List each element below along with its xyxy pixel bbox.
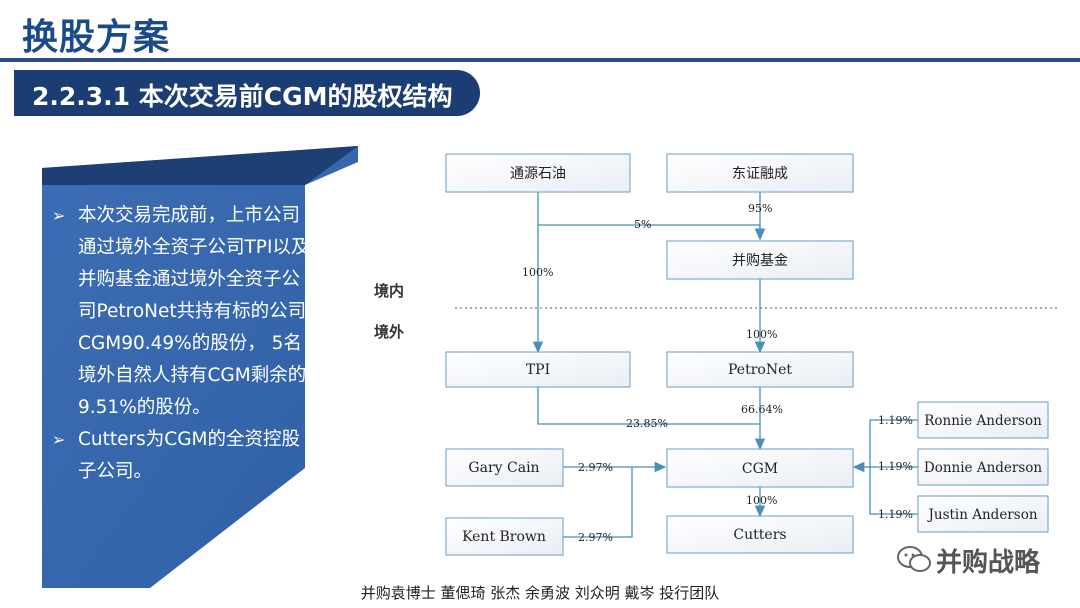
bullet-item-2: ➢ Cutters为CGM的全资控股子公司。: [52, 424, 310, 488]
node-kent-label: Kent Brown: [462, 529, 546, 545]
node-petronet: PetroNet: [666, 351, 854, 388]
label-fund-petronet: 100%: [746, 328, 777, 341]
edge-kent-cgm: [563, 467, 633, 538]
bullet-text-1: 本次交易完成前，上市公司通过境外全资子公司TPI以及并购基金通过境外全资子公司P…: [78, 205, 310, 418]
watermark-text: 并购战略: [936, 548, 1041, 578]
node-gary-label: Gary Cain: [468, 460, 539, 476]
node-tpi: TPI: [445, 351, 631, 388]
label-kent-cgm: 2.97%: [578, 531, 613, 544]
node-dongzheng: 东证融成: [666, 153, 854, 193]
footer-credits: 并购袁博士 董偲琦 张杰 余勇波 刘众明 戴岑 投行团队: [360, 584, 720, 602]
left-panel-shape: [42, 146, 358, 588]
zone-label-domestic: 境内: [374, 282, 404, 300]
section-heading: 2.2.3.1 本次交易前CGM的股权结构: [14, 70, 480, 116]
node-ronnie: Ronnie Anderson: [917, 401, 1049, 439]
ownership-diagram: 境内 境外 100% 5% 95% 100% 23.85% 66.64% 2.9…: [374, 153, 1060, 556]
wechat-icon: [897, 546, 931, 572]
node-fund: 并购基金: [666, 240, 854, 280]
node-cutters-label: Cutters: [733, 527, 786, 543]
bullet-list: ➢ 本次交易完成前，上市公司通过境外全资子公司TPI以及并购基金通过境外全资子公…: [52, 200, 310, 488]
node-tongyuan-label: 通源石油: [510, 166, 566, 182]
panel-fold: [42, 146, 358, 185]
node-dongzheng-label: 东证融成: [732, 166, 788, 182]
bullet-item-1: ➢ 本次交易完成前，上市公司通过境外全资子公司TPI以及并购基金通过境外全资子公…: [52, 200, 310, 424]
node-kent: Kent Brown: [445, 517, 564, 556]
node-donnie: Donnie Anderson: [917, 448, 1049, 486]
node-petronet-label: PetroNet: [728, 362, 792, 378]
bullet-text-2: Cutters为CGM的全资控股子公司。: [78, 429, 300, 482]
node-cutters: Cutters: [666, 515, 854, 554]
title-divider: [0, 58, 1080, 62]
node-gary: Gary Cain: [445, 448, 564, 487]
label-tongyuan-fund: 5%: [634, 218, 651, 231]
label-donnie-cgm: 1.19%: [878, 460, 913, 473]
label-tpi-cgm: 23.85%: [626, 417, 668, 430]
node-cgm-label: CGM: [742, 461, 778, 477]
zone-label-overseas: 境外: [374, 323, 404, 341]
node-fund-label: 并购基金: [732, 252, 788, 269]
label-gary-cgm: 2.97%: [578, 461, 613, 474]
node-ronnie-label: Ronnie Anderson: [924, 413, 1042, 429]
edge-tpi-cgm: [537, 387, 760, 425]
label-cgm-cutters: 100%: [746, 494, 777, 507]
node-tpi-label: TPI: [526, 362, 550, 378]
panel-body: [42, 146, 358, 588]
label-tongyuan-tpi: 100%: [522, 266, 553, 279]
label-justin-cgm: 1.19%: [878, 508, 913, 521]
page-title: 换股方案: [22, 17, 171, 58]
bullet-arrow-icon: ➢: [52, 206, 66, 225]
node-tongyuan: 通源石油: [445, 153, 631, 193]
node-donnie-label: Donnie Anderson: [924, 460, 1043, 476]
label-petronet-cgm: 66.64%: [741, 403, 783, 416]
label-ronnie-cgm: 1.19%: [878, 414, 913, 427]
label-dongzheng-fund: 95%: [748, 202, 772, 215]
node-justin-label: Justin Anderson: [926, 507, 1037, 523]
section-heading-label: 2.2.3.1 本次交易前CGM的股权结构: [32, 82, 453, 111]
node-cgm: CGM: [666, 448, 854, 488]
node-justin: Justin Anderson: [917, 495, 1049, 533]
bullet-arrow-icon: ➢: [52, 430, 66, 449]
